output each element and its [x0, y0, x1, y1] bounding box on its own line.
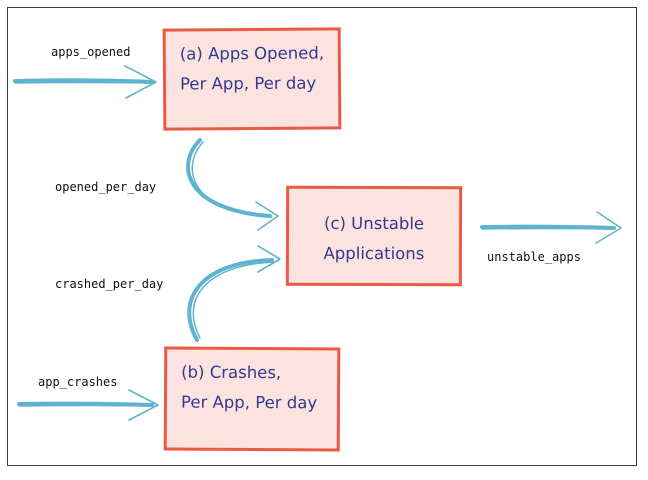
edge-label-opened-per-day: opened_per_day — [55, 180, 157, 194]
node-unstable-line-2: Applications — [323, 243, 425, 264]
node-apps-opened: (a) Apps Opened, Per App, Per day — [162, 27, 342, 131]
edge-label-apps-opened: apps_opened — [51, 45, 131, 59]
node-crashes: (b) Crashes, Per App, Per day — [163, 346, 341, 452]
arrow-opened-per-day — [186, 138, 279, 231]
arrow-unstable-apps — [480, 211, 622, 244]
node-unstable-line-1: (c) Unstable — [323, 213, 425, 234]
edge-label-app-crashes: app_crashes — [38, 375, 118, 389]
arrow-apps-opened — [13, 65, 157, 99]
node-crashes-line-2: Per App, Per day — [180, 392, 318, 413]
node-crashes-line-1: (b) Crashes, — [181, 362, 282, 383]
edge-label-crashed-per-day: crashed_per_day — [55, 277, 164, 291]
arrow-app-crashes — [17, 389, 159, 421]
diagram-frame — [7, 7, 637, 466]
node-apps-opened-line-1: (a) Apps Opened, — [179, 43, 325, 64]
node-apps-opened-line-2: Per App, Per day — [179, 73, 317, 94]
edge-label-unstable-apps: unstable_apps — [487, 250, 581, 264]
arrow-crashed-per-day — [187, 245, 281, 342]
node-unstable-applications: (c) Unstable Applications — [285, 185, 463, 287]
